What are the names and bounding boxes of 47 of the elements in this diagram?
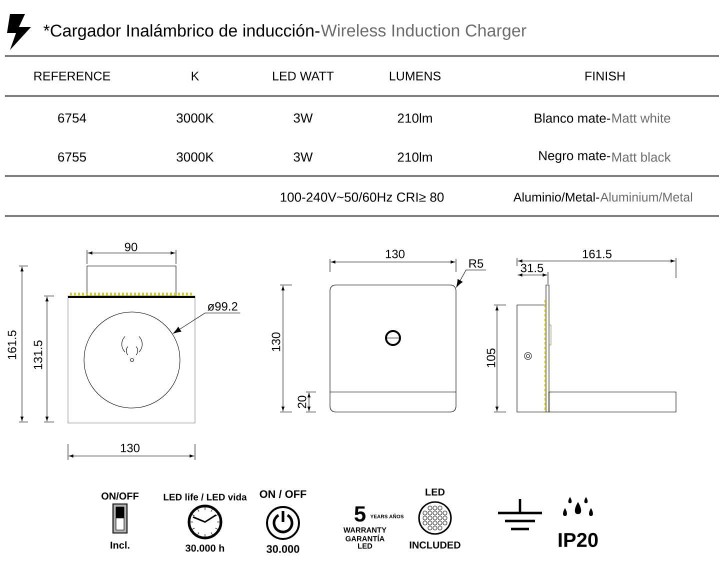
title: Wireless Induction Charger <box>320 24 526 40</box>
dimension-label: 105 <box>486 348 496 368</box>
icon-label: IP20 <box>558 532 598 548</box>
icon-label: ON / OFF <box>260 490 306 498</box>
table-header: REFERENCE <box>34 72 110 80</box>
dimension-label: 161.5 <box>582 250 612 258</box>
dimension-label: 130 <box>386 250 405 258</box>
icon-label: 30.000 <box>266 545 300 553</box>
table-header: LED WATT <box>273 72 334 80</box>
icon-label: LED life / LED vida <box>164 493 247 501</box>
leader-line <box>173 312 240 334</box>
dimension-label: 130 <box>272 332 280 352</box>
dimension-label: R5 <box>469 259 484 268</box>
icon-label: LED <box>426 488 445 496</box>
leader-line <box>456 270 486 288</box>
table-cell: 100-240V~50/60Hz CRI≥ 80 <box>280 192 444 202</box>
dimension-label: 31.5 <box>520 264 544 272</box>
icon-label: INCLUDED <box>410 541 460 549</box>
icon-label: 5 <box>354 506 366 522</box>
table-cell: 3000K <box>176 113 214 123</box>
table-cell: 3000K <box>176 152 214 162</box>
dimension-label: 90 <box>124 242 138 252</box>
table-header: LUMENS <box>390 72 441 80</box>
table-header: FINISH <box>585 72 625 80</box>
dimension-label: 20 <box>298 396 306 408</box>
table-cell: Aluminium/Metal <box>600 192 692 202</box>
dimension-label: 161.5 <box>8 330 16 360</box>
dimension-label: 130 <box>120 444 140 452</box>
icon-label: ON/OFF <box>102 492 139 500</box>
table-cell: 210lm <box>398 113 432 123</box>
dimension-label: ø99.2 <box>208 302 238 311</box>
table-cell: Matt white <box>612 113 670 123</box>
dimension-label: 131.5 <box>34 340 42 370</box>
table-cell: Aluminio/Metal- <box>513 192 600 202</box>
icon-label: Incl. <box>110 541 130 549</box>
table-cell: 210lm <box>398 152 432 162</box>
table-header: K <box>192 72 200 80</box>
table-cell: Blanco mate- <box>534 113 610 123</box>
table-cell: 3W <box>294 152 313 162</box>
table-cell: 6755 <box>58 152 86 162</box>
table-cell: 3W <box>294 113 313 123</box>
title: *Cargador Inalámbrico de inducción- <box>44 24 320 40</box>
icon-label: 30.000 h <box>186 544 224 552</box>
table-cell: Negro mate- <box>539 151 610 163</box>
table-cell: Matt black <box>612 152 671 162</box>
table-cell: 6754 <box>58 113 86 123</box>
charging-pad <box>84 312 180 408</box>
